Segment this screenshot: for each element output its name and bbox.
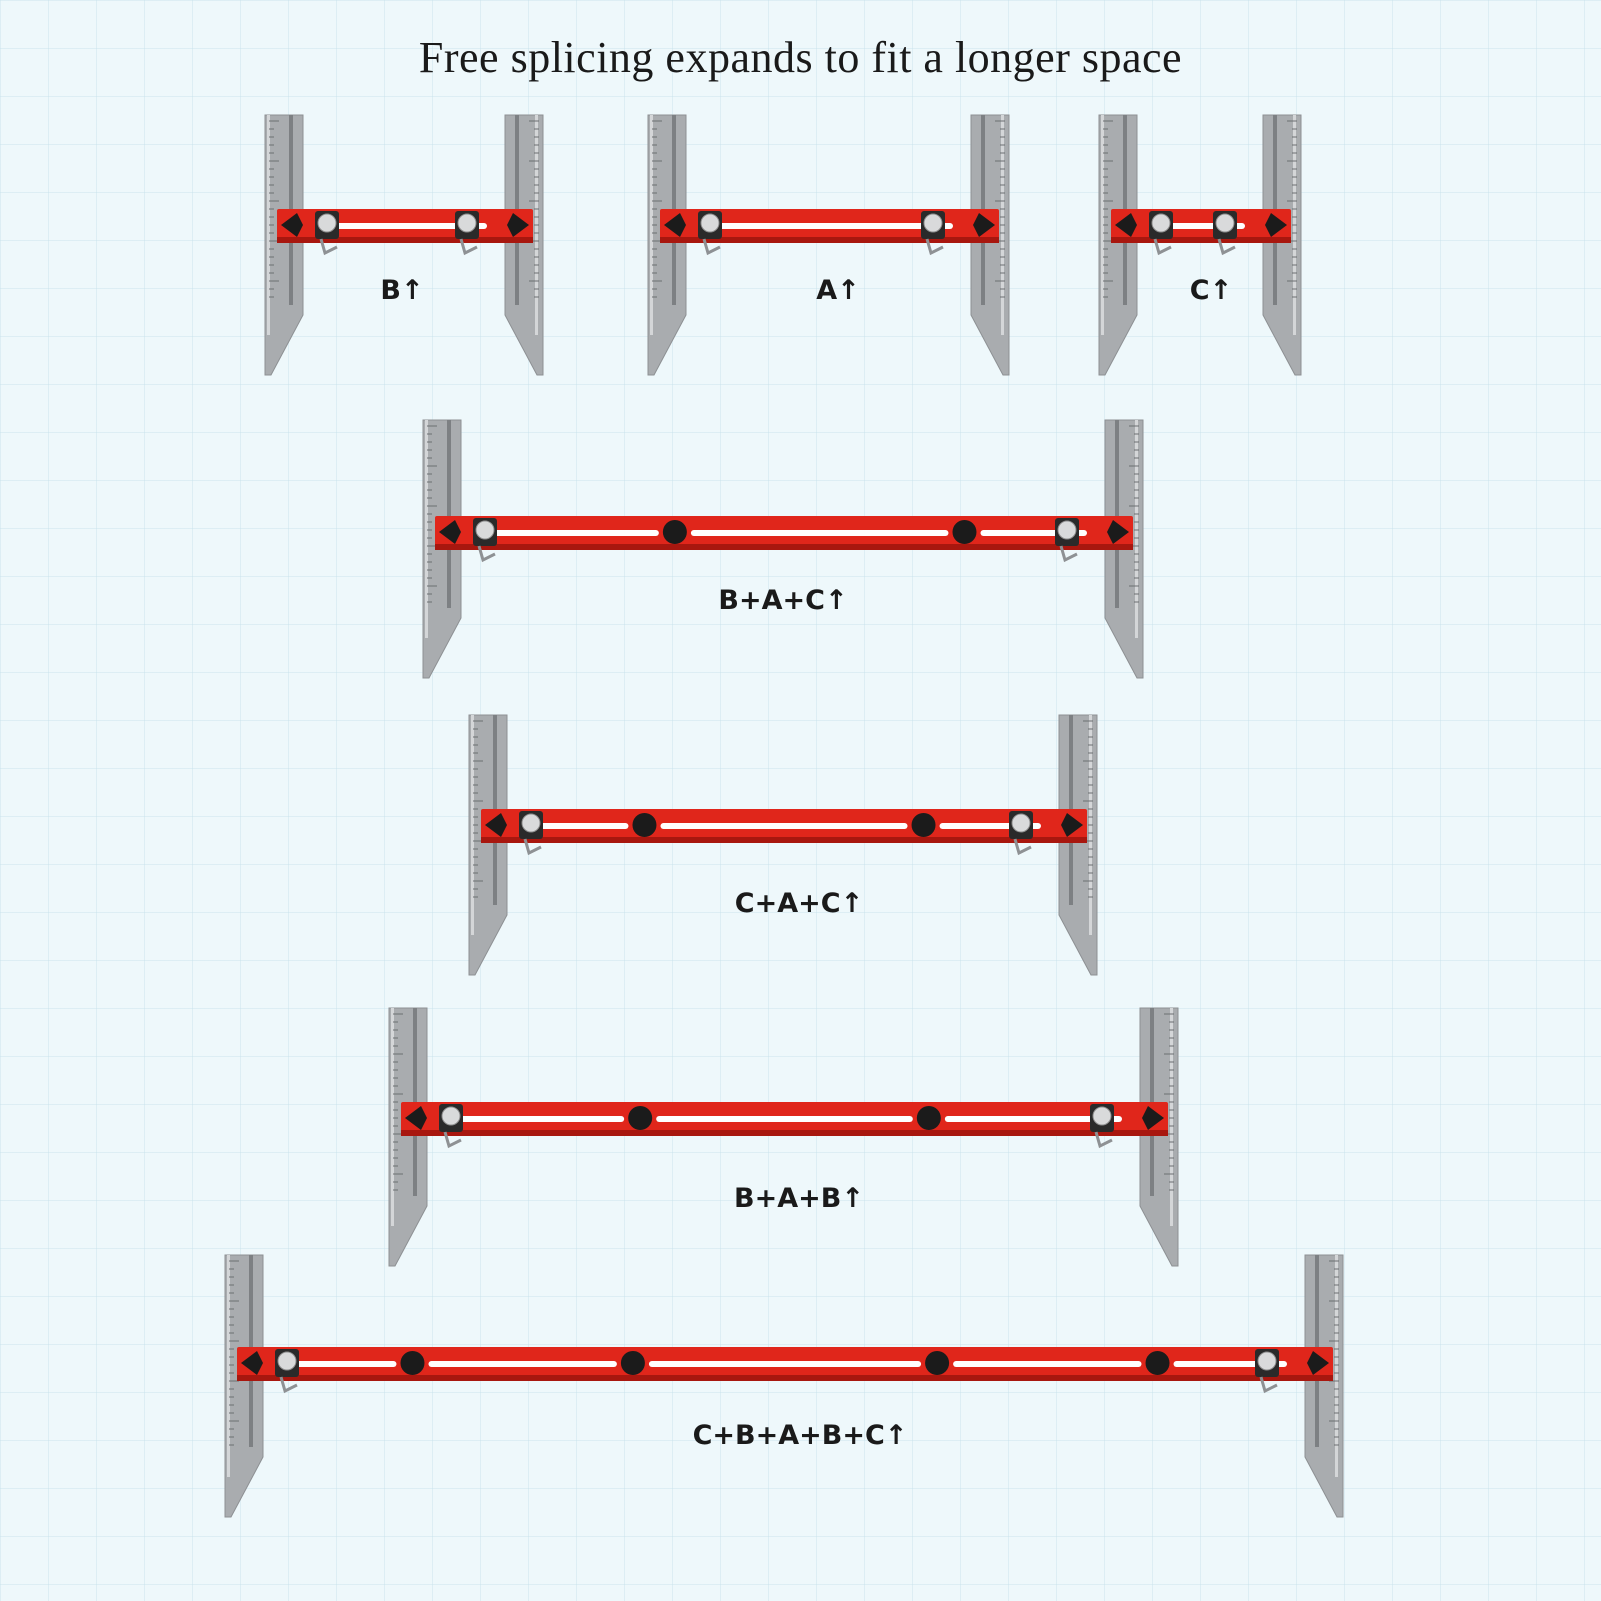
config-c-b-a-b-c: C+B+A+B+C↑ (224, 1254, 1345, 1518)
square-ruler-left (224, 1254, 264, 1518)
config-b: B↑ (264, 114, 545, 376)
bar-slot (428, 1361, 617, 1367)
caption-b: B↑ (380, 275, 424, 306)
slider-clamp-left (519, 811, 543, 856)
page-title: Free splicing expands to fit a longer sp… (418, 33, 1183, 82)
square-ruler-right (1262, 114, 1302, 376)
square-ruler-right (1058, 714, 1098, 976)
config-a: A↑ (647, 114, 1011, 376)
slider-clamp-left (315, 211, 339, 256)
end-knob-right (1061, 813, 1083, 837)
slider-clamp-left (439, 1104, 463, 1149)
splice-joint-knob (1145, 1351, 1170, 1375)
square-ruler-left (468, 714, 508, 976)
config-c: C↑ (1098, 114, 1303, 376)
end-knob-left (1115, 213, 1137, 237)
slider-clamp-right (1213, 211, 1237, 256)
splice-joint-knob (632, 813, 657, 837)
end-knob-left (439, 520, 461, 544)
bar-slot (706, 223, 953, 229)
square-ruler-right (1139, 1007, 1179, 1267)
bar-slot (323, 223, 487, 229)
caption-c: C↑ (1189, 275, 1233, 306)
caption-b-a-b: B+A+B↑ (734, 1183, 864, 1214)
bar-slot (656, 1116, 913, 1122)
splice-joint-knob (628, 1106, 653, 1130)
end-knob-right (507, 213, 529, 237)
end-knob-right (973, 213, 995, 237)
caption-c-b-a-b-c: C+B+A+B+C↑ (692, 1420, 908, 1451)
bar-slot (953, 1361, 1142, 1367)
splice-joint-knob (911, 813, 936, 837)
square-ruler-right (970, 114, 1010, 376)
ruler-assembly-b-a-b (388, 1007, 1179, 1267)
ruler-assembly-a (647, 114, 1010, 376)
end-knob-right (1107, 520, 1129, 544)
ruler-assembly-c (1098, 114, 1302, 376)
caption-c-a-c: C+A+C↑ (734, 888, 864, 919)
ruler-assembly-b (264, 114, 544, 376)
square-ruler-right (504, 114, 544, 376)
splice-joint-knob (952, 520, 977, 544)
end-knob-left (241, 1351, 263, 1375)
config-c-a-c: C+A+C↑ (468, 714, 1099, 976)
end-knob-right (1142, 1106, 1164, 1130)
slider-clamp-right (1255, 1349, 1279, 1394)
bar-slot (447, 1116, 625, 1122)
slider-clamp-left (473, 518, 497, 563)
end-knob-right (1307, 1351, 1329, 1375)
square-ruler-left (264, 114, 304, 376)
slider-clamp-left (1149, 211, 1173, 256)
ruler-assembly-c-b-a-b-c (224, 1254, 1344, 1518)
bar-slot (527, 823, 629, 829)
slider-clamp-right (1090, 1104, 1114, 1149)
ruler-assembly-b-a-c (422, 419, 1144, 679)
caption-b-a-c: B+A+C↑ (718, 585, 848, 616)
bar-slot (660, 823, 908, 829)
slider-clamp-left (275, 1349, 299, 1394)
end-knob-left (281, 213, 303, 237)
slider-clamp-right (455, 211, 479, 256)
bar-slot (944, 1116, 1122, 1122)
end-knob-left (405, 1106, 427, 1130)
config-b-a-c: B+A+C↑ (422, 419, 1145, 679)
bar-slot (648, 1361, 922, 1367)
slider-clamp-right (921, 211, 945, 256)
splice-joint-knob (400, 1351, 425, 1375)
end-knob-left (485, 813, 507, 837)
square-ruler-right (1304, 1254, 1344, 1518)
caption-a: A↑ (816, 275, 860, 306)
splice-joint-knob (916, 1106, 941, 1130)
splice-joint-knob (925, 1351, 950, 1375)
splice-joint-knob (620, 1351, 645, 1375)
end-knob-right (1265, 213, 1287, 237)
square-ruler-left (1098, 114, 1138, 376)
end-knob-left (664, 213, 686, 237)
bar-slot (690, 530, 949, 536)
slider-clamp-right (1009, 811, 1033, 856)
ruler-assembly-c-a-c (468, 714, 1098, 976)
square-ruler-left (388, 1007, 428, 1267)
bar-slot (481, 530, 659, 536)
bar-slot (283, 1361, 397, 1367)
slider-clamp-right (1055, 518, 1079, 563)
splice-joint-knob (662, 520, 687, 544)
square-ruler-left (647, 114, 687, 376)
slider-clamp-left (698, 211, 722, 256)
config-b-a-b: B+A+B↑ (388, 1007, 1180, 1267)
